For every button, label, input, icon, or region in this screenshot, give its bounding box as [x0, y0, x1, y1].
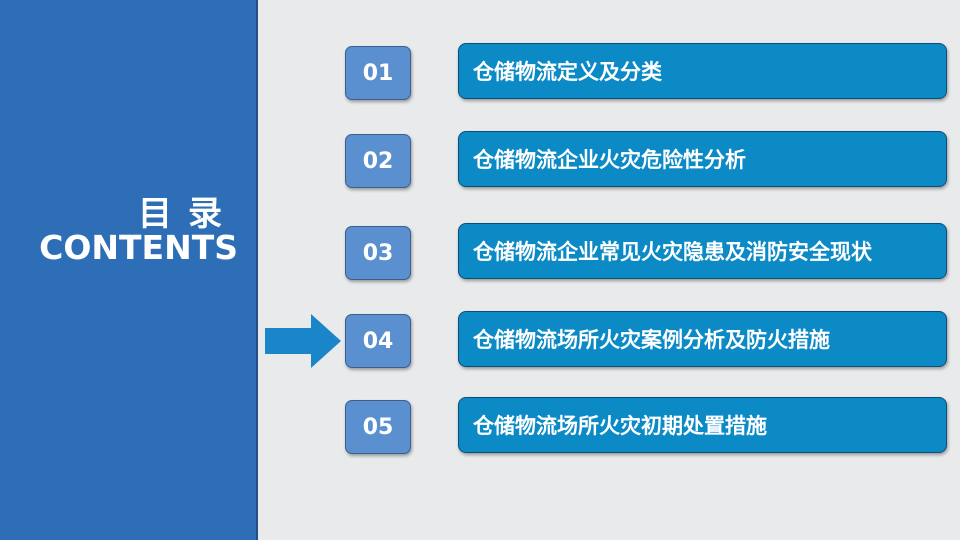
item-number-01: 01	[345, 46, 411, 100]
item-number-02: 02	[345, 134, 411, 188]
toc-item-04[interactable]: 仓储物流场所火灾案例分析及防火措施	[458, 311, 947, 367]
item-number-03: 03	[345, 226, 411, 280]
item-number-05: 05	[345, 400, 411, 454]
toc-item-05[interactable]: 仓储物流场所火灾初期处置措施	[458, 397, 947, 453]
right-arrow-icon	[265, 314, 341, 368]
page-title-en: CONTENTS	[39, 228, 238, 267]
toc-item-01[interactable]: 仓储物流定义及分类	[458, 43, 947, 99]
item-number-04: 04	[345, 314, 411, 368]
sidebar-panel: 目录 CONTENTS	[0, 0, 258, 540]
toc-item-03[interactable]: 仓储物流企业常见火灾隐患及消防安全现状	[458, 223, 947, 279]
toc-item-02[interactable]: 仓储物流企业火灾危险性分析	[458, 131, 947, 187]
page-title-cn: 目录	[138, 194, 238, 234]
